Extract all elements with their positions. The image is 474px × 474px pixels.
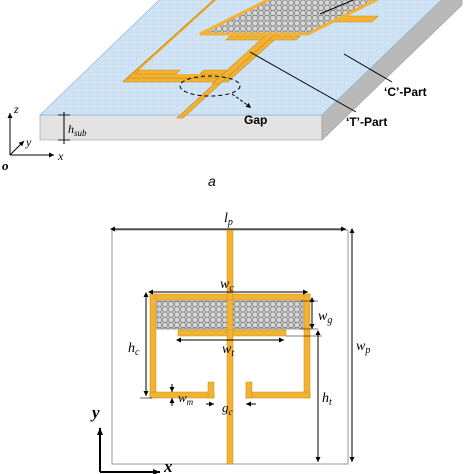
axis-origin-label: o — [2, 158, 9, 173]
c-part-leader — [343, 53, 393, 83]
axis-x-top-label: x — [163, 457, 173, 474]
axis-y-top-label: y — [90, 403, 100, 422]
panel-a: Gap ‘C’-Part ‘T’-Part hsub z y x o a — [2, 0, 463, 189]
dim-hc-label: hc — [128, 341, 140, 358]
axis-z-label: z — [13, 102, 19, 116]
axes-3d — [7, 113, 54, 158]
dim-wc-label: wc — [220, 277, 234, 294]
t-part-label: ‘T’-Part — [346, 115, 387, 129]
dim-wt-label: wt — [222, 342, 234, 359]
t-part-leader — [249, 51, 357, 113]
c-part-label: ‘C’-Part — [384, 85, 427, 99]
panel-b: lp wp wc wt wg hc ht wm gc y x — [90, 211, 370, 474]
dim-lp-label: lp — [224, 211, 233, 228]
graphene-leader — [319, 0, 355, 15]
dim-wm-label: wm — [178, 390, 194, 407]
dimension-lines — [110, 226, 355, 462]
panel-a-caption: a — [208, 173, 216, 189]
dim-ht-label: ht — [322, 391, 332, 408]
axes-top-view — [97, 428, 160, 474]
dim-wp-label: wp — [356, 339, 370, 356]
axis-y-label: y — [25, 135, 32, 149]
gap-arrow — [231, 93, 252, 109]
gap-ellipse — [179, 75, 241, 97]
dim-wg-label: wg — [318, 309, 332, 326]
dim-gc-label: gc — [222, 400, 233, 417]
h-sub-label: hsub — [68, 122, 87, 138]
axis-x-label: x — [57, 149, 64, 163]
gap-label: Gap — [244, 113, 267, 127]
